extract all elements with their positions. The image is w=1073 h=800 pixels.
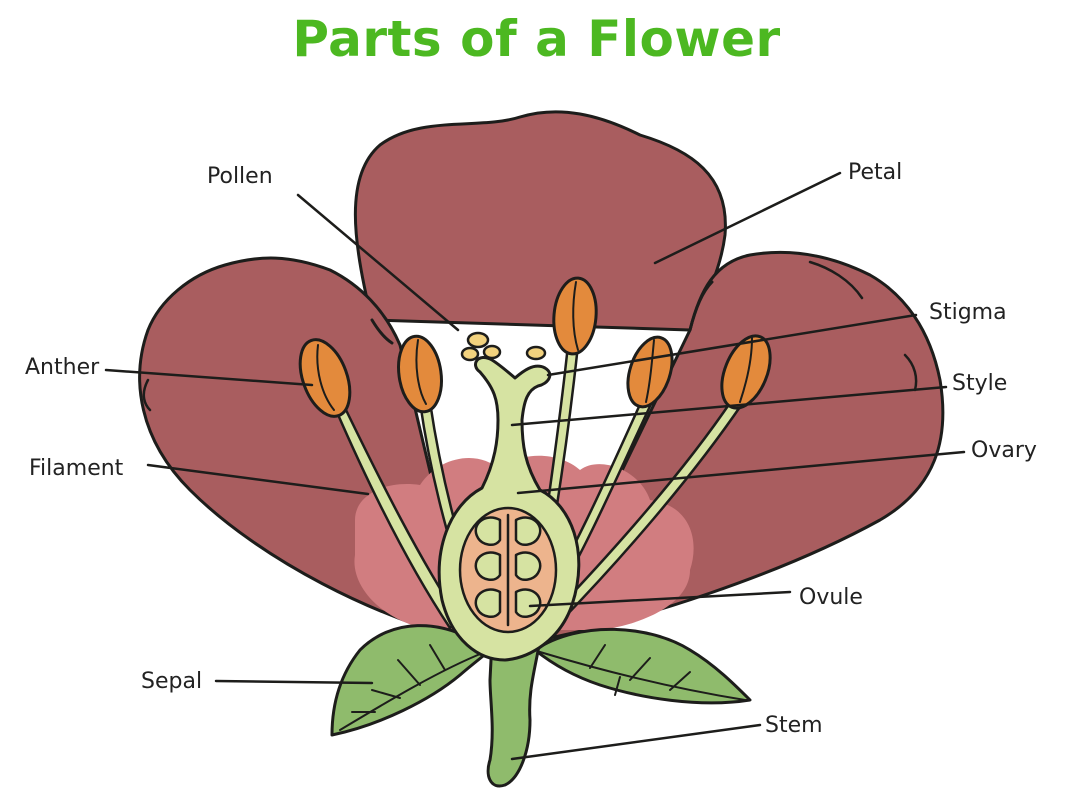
anther-line [104,368,314,387]
stigma-line [546,313,918,377]
style-line [510,385,948,427]
label-ovule: Ovule [799,585,863,610]
ovary-line [516,450,966,495]
anther-3 [552,276,598,356]
label-ovary: Ovary [971,438,1037,463]
label-sepal: Sepal [141,669,203,694]
label-filament: Filament [29,456,124,481]
label-anther: Anther [25,355,100,380]
anther-5 [720,334,772,410]
pollen-grains [460,331,547,362]
sepal-left [330,624,492,737]
anther-2 [397,334,443,414]
leader-lines [104,171,966,761]
stem [486,638,542,788]
filament-line [146,463,370,496]
label-style: Style [952,371,1008,396]
petal-back [353,110,727,332]
diagram-title: Parts of a Flower [292,10,781,68]
label-stem: Stem [765,713,823,738]
label-stigma: Stigma [929,300,1007,325]
stem-line [510,723,762,761]
petal-line [653,171,842,265]
sepal-line [214,679,374,685]
ovules [474,513,542,627]
label-pollen: Pollen [207,164,273,189]
label-petal: Petal [848,160,903,185]
anthers [298,276,772,418]
pollen-line [296,193,460,332]
ovule-line [528,590,792,608]
